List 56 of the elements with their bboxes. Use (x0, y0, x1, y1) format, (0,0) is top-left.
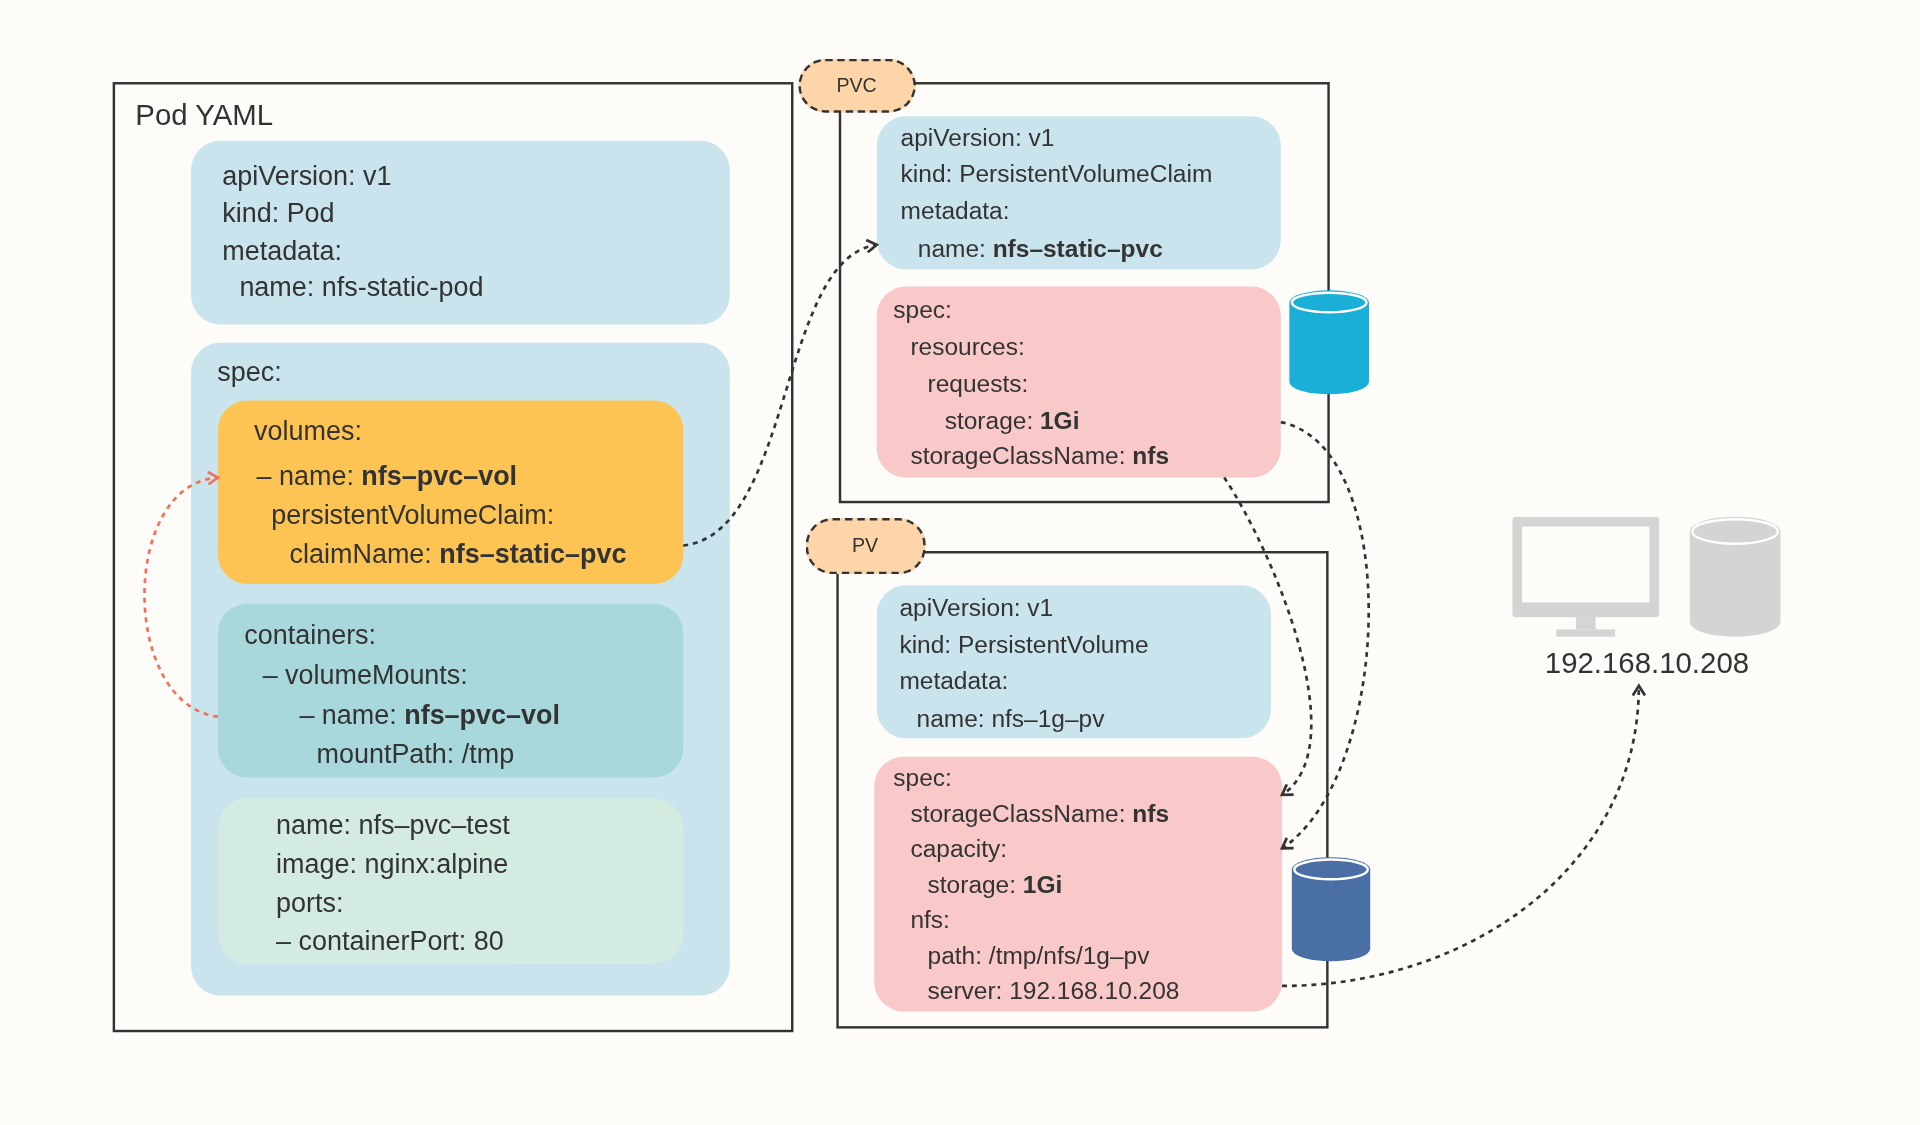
yaml-line: – name: nfs–pvc–vol (256, 458, 518, 493)
yaml-line: storage: 1Gi (944, 404, 1080, 436)
yaml-section-box (190, 342, 730, 995)
yaml-line: requests: (927, 368, 1029, 399)
storage-cylinder (1291, 857, 1371, 962)
yaml-line: persistentVolumeClaim: (271, 498, 555, 532)
yaml-line: spec: (893, 294, 952, 325)
yaml-line: apiVersion: v1 (900, 122, 1055, 153)
dashed-arrow (1280, 420, 1370, 850)
dashed-arrow (682, 241, 879, 547)
yaml-section-box (876, 285, 1281, 477)
yaml-line: mountPath: /tmp (316, 736, 515, 771)
yaml-line: spec: (893, 762, 952, 793)
yaml-line: apiVersion: v1 (899, 592, 1054, 623)
yaml-line: claimName: nfs–static–pvc (289, 537, 627, 571)
yaml-line: name: nfs–1g–pv (916, 703, 1105, 734)
yaml-line: metadata: (222, 233, 343, 268)
dashed-arrow (1223, 476, 1313, 797)
yaml-section-box (876, 115, 1281, 269)
yaml-line: spec: (217, 354, 282, 389)
yaml-line: storage: 1Gi (927, 869, 1063, 900)
yaml-line: capacity: (910, 833, 1008, 864)
panel-title: Pod YAML (135, 96, 274, 133)
yaml-line: name: nfs-static-pod (239, 270, 484, 304)
yaml-line: apiVersion: v1 (222, 158, 392, 193)
yaml-line: name: nfs–pvc–test (276, 807, 510, 842)
panel-frame (112, 82, 794, 1033)
yaml-line: volumes: (254, 413, 362, 448)
yaml-line: – name: nfs–pvc–vol (299, 697, 560, 732)
yaml-section-box (876, 584, 1271, 738)
yaml-line: name: nfs–static–pvc (917, 233, 1163, 264)
yaml-line: path: /tmp/nfs/1g–pv (927, 940, 1150, 971)
yaml-section-box (873, 756, 1282, 1011)
yaml-section-box (190, 140, 730, 324)
yaml-line: kind: PersistentVolume (899, 629, 1149, 659)
yaml-line: nfs: (910, 904, 950, 935)
section-tag: PVC (797, 58, 916, 113)
yaml-line: server: 192.168.10.208 (927, 975, 1180, 1006)
yaml-line: resources: (910, 331, 1025, 362)
yaml-line: metadata: (899, 665, 1009, 696)
yaml-line: image: nginx:alpine (276, 846, 509, 881)
yaml-section-box (217, 399, 683, 584)
dashed-arrow (1281, 684, 1646, 988)
yaml-line: kind: Pod (222, 195, 335, 230)
yaml-line: metadata: (900, 195, 1010, 226)
yaml-line: – containerPort: 80 (276, 924, 504, 958)
yaml-section-box (217, 603, 683, 777)
yaml-line: ports: (276, 886, 344, 920)
yaml-line: kind: PersistentVolumeClaim (900, 158, 1213, 189)
ip-address: 192.168.10.208 (1543, 645, 1751, 682)
yaml-line: storageClassName: nfs (910, 440, 1169, 471)
yaml-line: storageClassName: nfs (910, 798, 1169, 829)
section-tag: PV (805, 517, 926, 574)
yaml-line: – volumeMounts: (262, 658, 468, 692)
storage-cylinder (1289, 290, 1369, 395)
yaml-line: containers: (244, 618, 377, 652)
